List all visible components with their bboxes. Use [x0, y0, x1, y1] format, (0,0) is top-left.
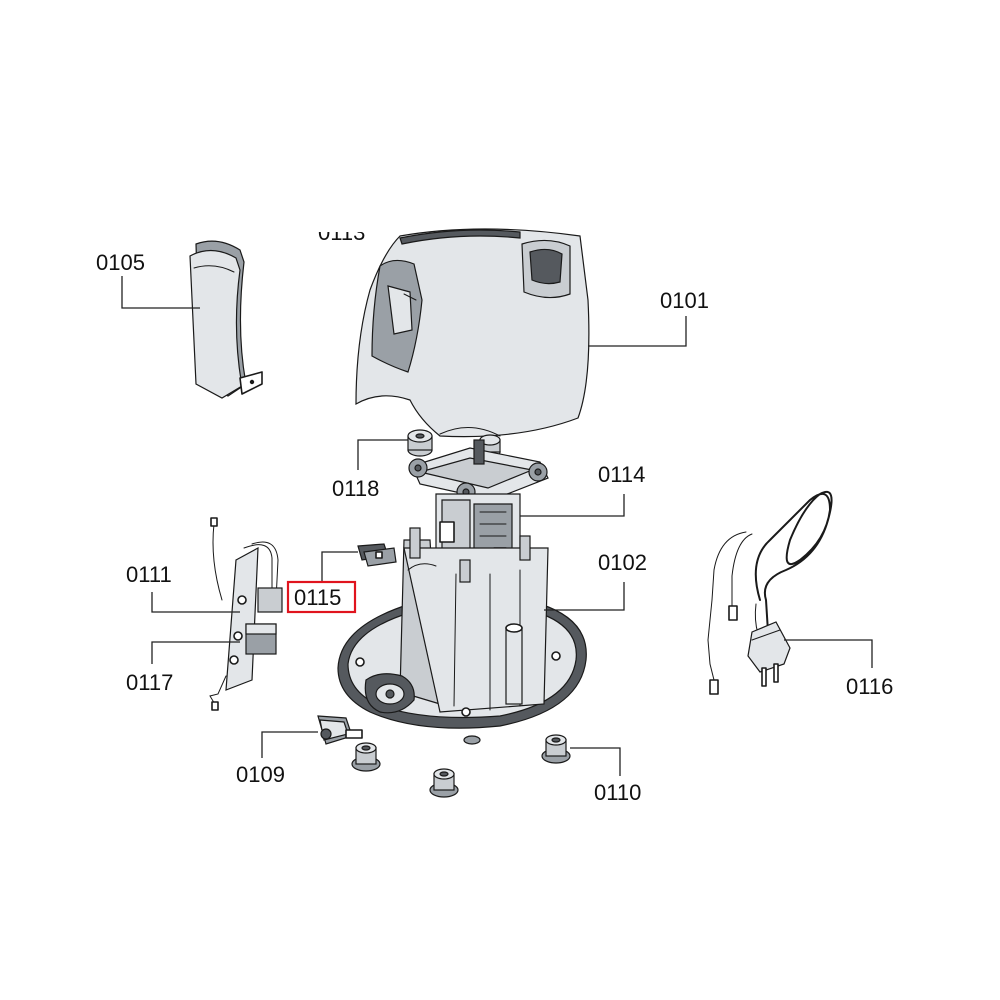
leader-lines — [121, 276, 873, 776]
label-0102: 0102 — [598, 550, 647, 575]
label-0118: 0118 — [332, 476, 379, 501]
part-0102-base[interactable] — [337, 527, 587, 745]
part-0116-power-cord[interactable] — [707, 490, 833, 695]
part-labels: 0113 0105 0101 0118 0114 0102 0111 0117 … — [96, 220, 893, 805]
part-0110-feet[interactable] — [351, 734, 571, 798]
label-0111: 0111 — [126, 562, 172, 587]
label-0114: 0114 — [598, 462, 645, 487]
label-0115: 0115 — [294, 585, 341, 610]
part-0105-handle[interactable] — [189, 240, 263, 399]
part-0111-0117-wiring[interactable] — [209, 517, 283, 711]
label-0109: 0109 — [236, 762, 285, 787]
top-crop-mask — [300, 218, 380, 232]
label-0117: 0117 — [126, 670, 173, 695]
highlight-box — [286, 580, 357, 614]
label-0105: 0105 — [96, 250, 145, 275]
label-0101: 0101 — [660, 288, 709, 313]
label-0116: 0116 — [846, 674, 893, 699]
part-0109-switch[interactable] — [317, 715, 363, 745]
part-0115-switch[interactable] — [357, 543, 397, 567]
highlighted-part-0115[interactable]: 0115 — [286, 580, 357, 614]
label-0110: 0110 — [594, 780, 641, 805]
part-0101-upper-housing[interactable] — [355, 228, 590, 438]
